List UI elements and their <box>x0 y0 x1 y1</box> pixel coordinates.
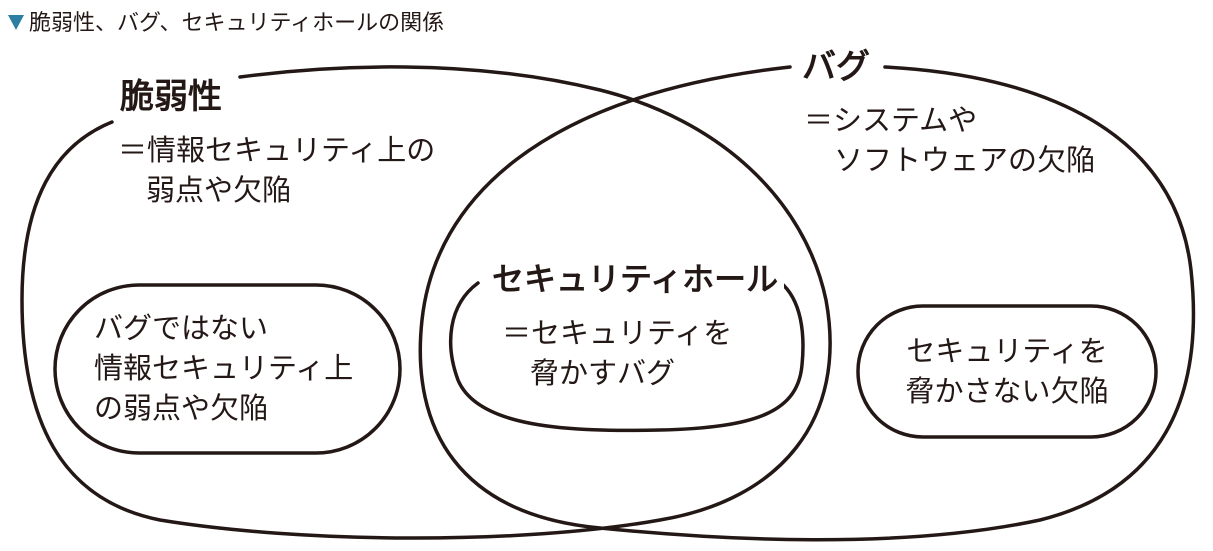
non-bug-weakness-line1: バグではない <box>94 311 269 345</box>
non-bug-weakness-text: バグではない 情報セキュリティ上 の弱点や欠陥 <box>94 308 353 428</box>
bug-title: バグ <box>796 50 876 84</box>
bug-description: ＝システムや ソフトウェアの欠陥 <box>804 100 1095 180</box>
vulnerability-title: 脆弱性 <box>114 80 228 114</box>
figure-caption: 脆弱性、バグ、セキュリティホールの関係 <box>8 6 444 36</box>
vulnerability-description-line1: ＝情報セキュリティ上の <box>118 133 436 167</box>
security-hole-description: ＝セキュリティを 脅かすバグ <box>502 313 732 393</box>
security-hole-region-outline <box>448 280 805 433</box>
bug-region-outline <box>418 65 1196 542</box>
bug-description-line1: ＝システムや <box>804 103 978 137</box>
non-bug-weakness-line3: の弱点や欠陥 <box>94 391 269 425</box>
vulnerability-description: ＝情報セキュリティ上の 弱点や欠陥 <box>118 130 435 210</box>
vulnerability-region-outline <box>20 65 832 540</box>
non-bug-weakness-outline <box>53 283 402 455</box>
bug-description-line2: ソフトウェアの欠陥 <box>834 143 1096 177</box>
triangle-marker-icon <box>8 14 24 30</box>
caption-text: 脆弱性、バグ、セキュリティホールの関係 <box>29 11 445 36</box>
non-threat-defect-outline <box>856 304 1158 439</box>
security-hole-title: セキュリティホール <box>486 263 785 295</box>
security-hole-description-line1: ＝セキュリティを <box>502 316 733 350</box>
security-hole-description-line2: 脅かすバグ <box>530 356 676 390</box>
non-threat-defect-text: セキュリティを 脅かさない欠陥 <box>888 331 1126 411</box>
vulnerability-description-line2: 弱点や欠陥 <box>146 173 292 207</box>
non-threat-defect-line1: セキュリティを <box>906 334 1108 368</box>
non-bug-weakness-line2: 情報セキュリティ上 <box>94 351 354 385</box>
non-threat-defect-line2: 脅かさない欠陥 <box>905 374 1109 408</box>
